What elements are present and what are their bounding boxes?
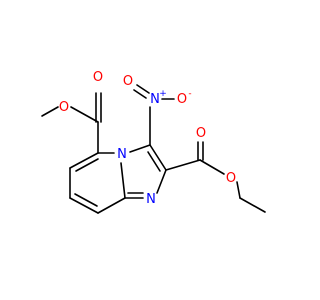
atom-o-ester2-carbonyl: O bbox=[196, 126, 206, 141]
atom-labels: O O N N + O O - O O N bbox=[59, 70, 236, 207]
atom-n-bridge: N bbox=[117, 147, 127, 162]
atom-n-nitro: N bbox=[150, 92, 160, 107]
nitro-minus-charge: - bbox=[188, 89, 191, 99]
atom-o-ester1-single: O bbox=[59, 100, 69, 115]
bond-c3-c2-inner bbox=[147, 151, 161, 172]
bond-methyl-o bbox=[41, 106, 59, 117]
bond-o-carbonyl-c bbox=[70, 106, 99, 123]
bonds bbox=[41, 84, 266, 214]
bond-c8a-c8 bbox=[97, 197, 126, 214]
nitro-plus-charge: + bbox=[159, 89, 167, 99]
bond-n-o-left-a bbox=[133, 89, 147, 99]
bond-c8-c7 bbox=[69, 197, 99, 214]
bond-n-o-left-b bbox=[136, 84, 150, 94]
bond-c3-c2 bbox=[149, 144, 167, 171]
atom-n-ring: N bbox=[146, 192, 156, 207]
atom-o-ester1-carbonyl: O bbox=[93, 70, 103, 85]
atom-o-nitro-right: O bbox=[177, 92, 187, 107]
structure-canvas: O O N N + O O - O O N bbox=[41, 70, 266, 214]
bond-c2-n1 bbox=[156, 169, 167, 194]
bond-n4-c8a bbox=[120, 162, 126, 199]
molecule-structure: O O N N + O O - O O N bbox=[41, 70, 266, 214]
bond-o-ch2 bbox=[236, 181, 241, 199]
atom-o-nitro-left: O bbox=[123, 74, 133, 89]
bond-c8-c7-inner bbox=[74, 193, 98, 207]
bond-ch2-ch3 bbox=[239, 197, 266, 213]
bond-n4-c3 bbox=[129, 144, 151, 153]
bond-c6-c5-inner bbox=[75, 158, 99, 172]
bond-c2-carbonyl-c bbox=[165, 159, 201, 171]
bond-c6-c5 bbox=[69, 152, 99, 169]
bond-carbonyl2-o bbox=[199, 159, 225, 175]
atom-o-ester2-single: O bbox=[226, 171, 236, 186]
